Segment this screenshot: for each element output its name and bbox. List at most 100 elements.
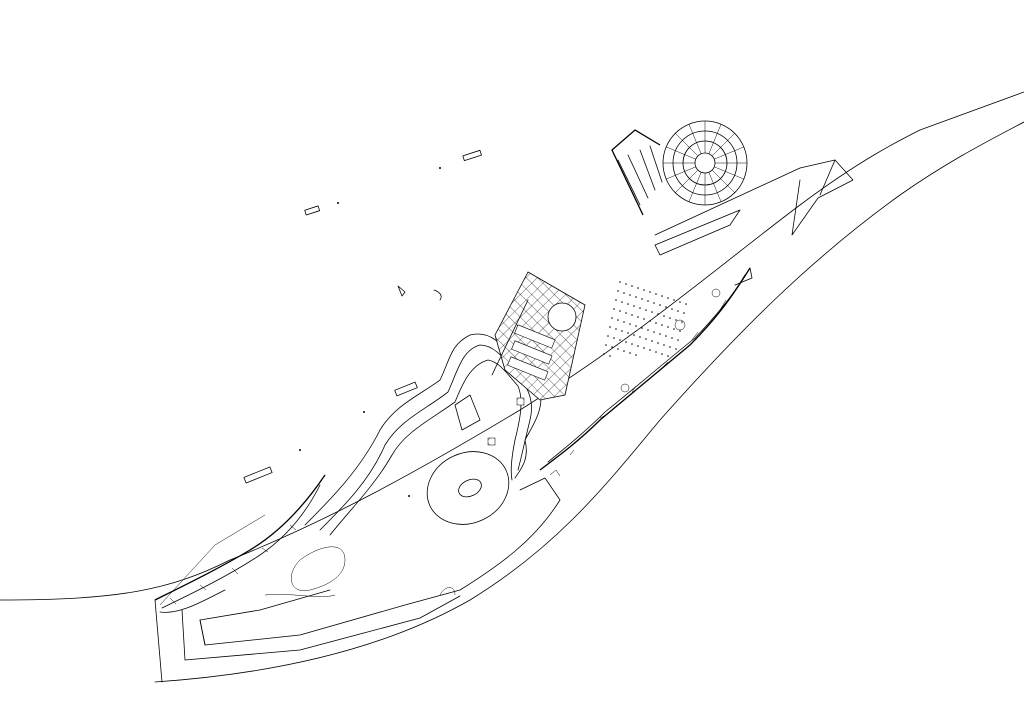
seat-dot [673, 299, 675, 301]
oval-plaza [426, 451, 510, 525]
rocky-shoreline-left [154, 474, 326, 613]
seat-dot [637, 316, 639, 318]
seat-dot [679, 301, 681, 303]
seat-dot [635, 296, 637, 298]
ramp-structure [654, 159, 854, 256]
seat-dot [659, 333, 661, 335]
seat-dot [669, 317, 671, 319]
seat-dot [639, 307, 641, 309]
seat-dot [665, 335, 667, 337]
seat-dot [663, 344, 665, 346]
arena-spoke [714, 166, 744, 180]
seat-dot [645, 338, 647, 340]
seat-dot [649, 349, 651, 351]
seat-dot [653, 302, 655, 304]
seat-dot [613, 308, 615, 310]
seat-dot [675, 348, 677, 350]
seat-dot [621, 330, 623, 332]
seat-dot [623, 321, 625, 323]
seat-dot [627, 303, 629, 305]
seat-dot [625, 283, 627, 285]
seat-dot [671, 337, 673, 339]
seat-dot [651, 311, 653, 313]
seat-dot [683, 312, 685, 314]
seat-dot [617, 290, 619, 292]
seat-dot [677, 310, 679, 312]
seat-dot [649, 291, 651, 293]
hatched-building [491, 271, 586, 401]
seat-dot [633, 305, 635, 307]
seat-dot [649, 320, 651, 322]
seat-dot [647, 300, 649, 302]
promenade-path [154, 477, 561, 683]
seat-dot [669, 346, 671, 348]
seat-dot [659, 304, 661, 306]
seat-dot [631, 314, 633, 316]
seat-dot [661, 295, 663, 297]
seat-dot [611, 346, 613, 348]
arena-spoke [675, 169, 699, 193]
seat-dot [657, 342, 659, 344]
seat-dot [663, 315, 665, 317]
seat-dot [633, 334, 635, 336]
seat-dot [647, 329, 649, 331]
seat-dot [665, 306, 667, 308]
landscape-contours [264, 333, 542, 597]
circular-arena [611, 120, 748, 216]
seat-dot [609, 355, 611, 357]
seat-dot [619, 281, 621, 283]
seat-dot [607, 335, 609, 337]
seat-dot [619, 310, 621, 312]
seat-dot [643, 318, 645, 320]
arena-spoke [711, 169, 735, 193]
seat-dot [675, 319, 677, 321]
seat-dot [657, 313, 659, 315]
seat-dot [641, 298, 643, 300]
rocky-shoreline-right [539, 267, 753, 477]
seat-dot [605, 344, 607, 346]
seat-dot [629, 294, 631, 296]
seat-dot [667, 297, 669, 299]
seat-dot [643, 289, 645, 291]
seat-dot [603, 353, 605, 355]
seat-dot [661, 324, 663, 326]
arena-spoke [708, 172, 722, 202]
seat-dot [631, 285, 633, 287]
seat-dot [623, 350, 625, 352]
seat-dot [629, 352, 631, 354]
road-outer-edge [0, 91, 1024, 683]
seat-dot [681, 321, 683, 323]
seat-dot [617, 319, 619, 321]
seat-dot [629, 323, 631, 325]
seat-dot [631, 343, 633, 345]
seat-dot [643, 347, 645, 349]
seat-dot [623, 292, 625, 294]
seat-dot [625, 312, 627, 314]
seat-dot [667, 355, 669, 357]
seat-dot [661, 353, 663, 355]
seat-dot [673, 328, 675, 330]
seat-dot [641, 327, 643, 329]
seat-dot [639, 336, 641, 338]
seat-dot [637, 287, 639, 289]
seat-dot [653, 331, 655, 333]
seat-dot [627, 332, 629, 334]
arena-spoke [666, 166, 696, 180]
seat-dot [685, 303, 687, 305]
arena-spoke [714, 146, 744, 160]
seat-dot [611, 317, 613, 319]
seat-dot [637, 345, 639, 347]
arena-spoke [666, 146, 696, 160]
seat-dot [635, 325, 637, 327]
seat-dot [645, 309, 647, 311]
seat-dot [613, 337, 615, 339]
seat-dot [655, 293, 657, 295]
seat-dot [667, 326, 669, 328]
seat-dot [677, 339, 679, 341]
seat-dot [617, 348, 619, 350]
seat-dot [655, 351, 657, 353]
seat-dot [671, 308, 673, 310]
seat-dot [625, 341, 627, 343]
